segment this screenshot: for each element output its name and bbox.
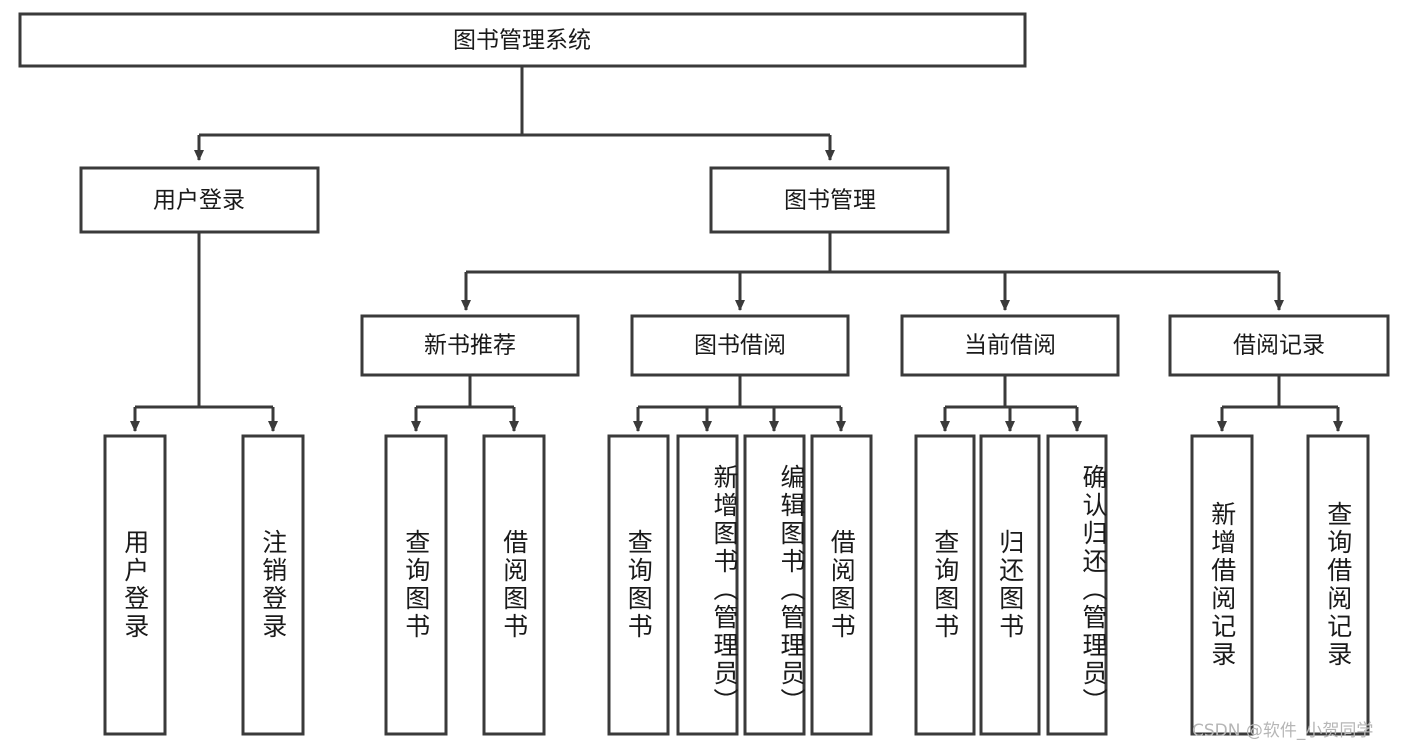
leaf-query-book-recommend-box[interactable] [384, 434, 448, 736]
node-root-box[interactable] [18, 12, 1027, 68]
leaf-borrow-book-recommend-box[interactable] [482, 434, 546, 736]
node-book-borrow-label: 图书借阅 [694, 333, 786, 359]
node-current-borrow-label: 当前借阅 [964, 333, 1056, 359]
leaf-query-book-current-box[interactable] [914, 434, 976, 736]
node-book-management-box[interactable] [709, 166, 950, 234]
leaf-borrow-book-box[interactable] [810, 434, 873, 736]
node-borrow-record-label: 借阅记录 [1233, 333, 1325, 359]
leaf-return-book-box[interactable] [979, 434, 1041, 736]
leaf-user-login-box[interactable] [103, 434, 167, 736]
node-new-book-recommend-label: 新书推荐 [424, 333, 516, 359]
leaf-query-book-borrow-box[interactable] [607, 434, 670, 736]
leaf-query-borrow-record-box[interactable] [1306, 434, 1370, 736]
leaf-add-borrow-record-box[interactable] [1190, 434, 1254, 736]
leaf-add-book-admin-box[interactable] [676, 434, 739, 736]
node-root-label: 图书管理系统 [453, 28, 591, 54]
csdn-watermark: CSDN @软件_小贺同学 [1192, 721, 1374, 741]
leaf-edit-book-admin-box[interactable] [743, 434, 806, 736]
leaf-confirm-return-admin-box[interactable] [1046, 434, 1108, 736]
node-current-borrow-box[interactable] [900, 314, 1120, 377]
node-user-login-label: 用户登录 [153, 188, 245, 214]
node-new-book-recommend-box[interactable] [360, 314, 580, 377]
node-book-borrow-box[interactable] [630, 314, 850, 377]
node-borrow-record-box[interactable] [1168, 314, 1390, 377]
leaf-user-logout-box[interactable] [241, 434, 305, 736]
node-book-management-label: 图书管理 [784, 188, 876, 214]
